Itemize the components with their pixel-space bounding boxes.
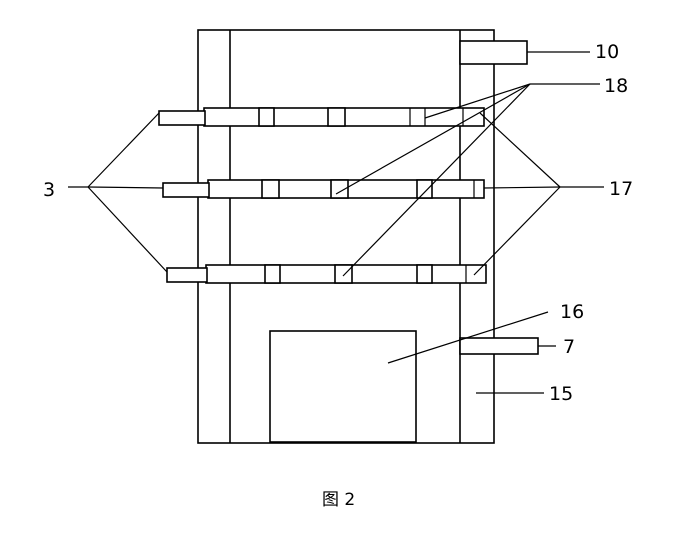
- tube-row-3: [166, 264, 487, 284]
- leader-lines-17: [473, 112, 604, 276]
- tube-row-2: [162, 179, 485, 199]
- leader-lines-3: [68, 112, 168, 273]
- label-16: 16: [560, 301, 584, 323]
- label-7: 7: [563, 336, 575, 358]
- component-16-box: [269, 330, 417, 443]
- tube-row-1: [158, 107, 485, 127]
- leader-lines-18: [335, 83, 600, 277]
- component-10-box: [459, 40, 528, 65]
- label-15: 15: [549, 383, 573, 405]
- label-17: 17: [609, 178, 633, 200]
- leader-line-16: [387, 311, 549, 364]
- component-7-box: [459, 337, 539, 355]
- figure-caption: 图 2: [322, 490, 355, 510]
- outer-housing: [197, 29, 495, 444]
- label-10: 10: [595, 41, 619, 63]
- label-18: 18: [604, 75, 628, 97]
- label-3: 3: [43, 179, 55, 201]
